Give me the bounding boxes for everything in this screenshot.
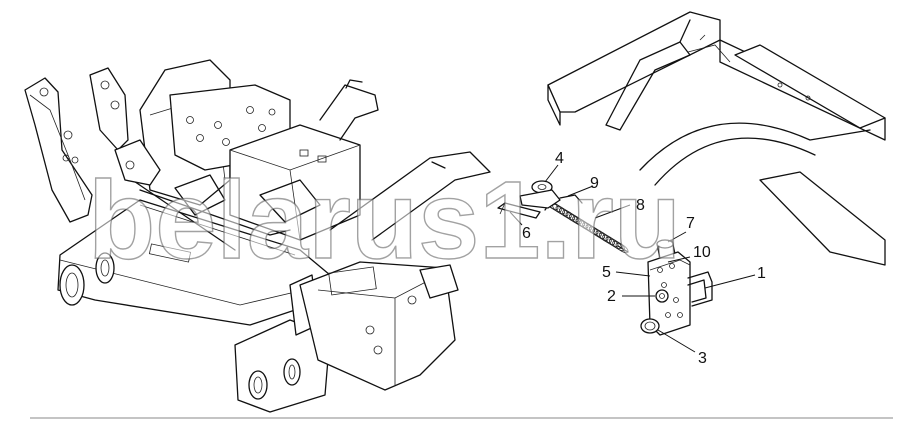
cap-nut-part-3 bbox=[640, 318, 660, 334]
spring-assembly bbox=[497, 180, 713, 336]
callout-labels: 1 2 3 4 5 6 7 8 9 10 bbox=[522, 150, 766, 367]
callout-7: 7 bbox=[686, 215, 695, 232]
leader-lines bbox=[509, 164, 756, 353]
callout-2: 2 bbox=[607, 288, 616, 305]
callout-3: 3 bbox=[698, 350, 707, 367]
callout-5: 5 bbox=[602, 264, 611, 281]
callout-4: 4 bbox=[555, 150, 564, 167]
pin-part-6 bbox=[497, 202, 541, 219]
front-frame-assembly bbox=[24, 59, 491, 413]
callout-1: 1 bbox=[757, 265, 766, 282]
callout-10: 10 bbox=[693, 244, 711, 261]
u-bolt-part-1 bbox=[687, 271, 713, 307]
callout-9: 9 bbox=[590, 175, 599, 192]
callout-6: 6 bbox=[522, 225, 531, 242]
callout-8: 8 bbox=[636, 197, 645, 214]
hook-plate-part-9 bbox=[519, 189, 561, 209]
nut-part-2 bbox=[655, 289, 669, 303]
hood-frame bbox=[547, 11, 886, 266]
watermark-text: belarus1.ru bbox=[88, 159, 681, 282]
